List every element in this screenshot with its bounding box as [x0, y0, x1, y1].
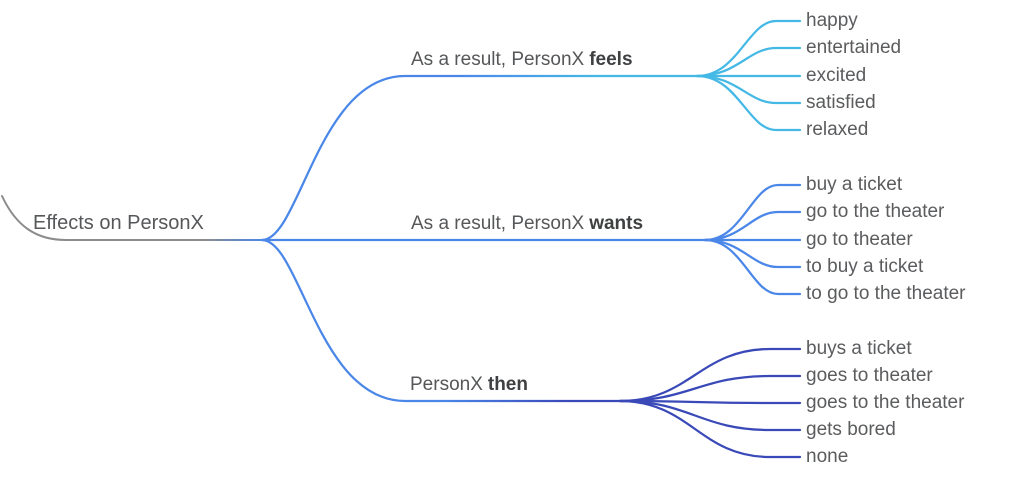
edge-feels-leaf-4 — [695, 74, 802, 132]
leaf-feels-entertained[interactable]: entertained — [806, 37, 902, 58]
edge-then-leaf-3 — [618, 399, 802, 432]
leaf-wants-to-go-to-the-theater[interactable]: to go to the theater — [806, 283, 966, 304]
edge-then-leaf-0 — [618, 347, 802, 403]
edge-then-leaf-2 — [618, 399, 802, 405]
edge-then-leaf-1 — [618, 374, 802, 403]
edge-feels-leaf-1 — [695, 46, 802, 78]
edge-root — [1, 195, 263, 241]
edge-wants-leaf-0 — [703, 183, 802, 242]
leaf-feels-relaxed[interactable]: relaxed — [806, 119, 869, 140]
leaf-wants-to-buy-a-ticket[interactable]: to buy a ticket — [806, 256, 924, 277]
node-wants-keyword: wants — [589, 213, 644, 234]
node-feels-prefix: As a result, PersonX — [411, 49, 585, 70]
node-root-label[interactable]: Effects on PersonX — [33, 212, 204, 234]
leaf-feels-satisfied[interactable]: satisfied — [806, 92, 876, 113]
edge-then-leaf-4 — [618, 399, 802, 459]
node-wants-prefix: As a result, PersonX — [411, 213, 585, 234]
edge-branch-feels — [260, 74, 699, 242]
leaf-then-buys-a-ticket[interactable]: buys a ticket — [806, 338, 912, 359]
edge-wants-leaf-1 — [703, 210, 802, 242]
node-then-keyword: then — [487, 374, 528, 395]
leaf-wants-buy-a-ticket[interactable]: buy a ticket — [806, 174, 903, 195]
leaf-then-goes-to-theater[interactable]: goes to theater — [806, 365, 933, 386]
edge-branch-then — [260, 238, 622, 403]
leaf-wants-go-to-the-theater[interactable]: go to the theater — [806, 201, 945, 222]
leaf-then-none[interactable]: none — [806, 446, 849, 467]
edge-feels-leaf-0 — [695, 19, 802, 78]
edge-wants-leaf-4 — [703, 238, 802, 296]
leaf-then-gets-bored[interactable]: gets bored — [806, 419, 896, 440]
node-feels-keyword: feels — [589, 49, 633, 70]
node-then-prefix: PersonX — [410, 374, 483, 395]
leaf-feels-happy[interactable]: happy — [806, 10, 858, 31]
leaf-feels-excited[interactable]: excited — [806, 65, 867, 86]
leaf-then-goes-to-the-theater[interactable]: goes to the theater — [806, 392, 965, 413]
leaf-wants-go-to-theater[interactable]: go to theater — [806, 229, 913, 250]
